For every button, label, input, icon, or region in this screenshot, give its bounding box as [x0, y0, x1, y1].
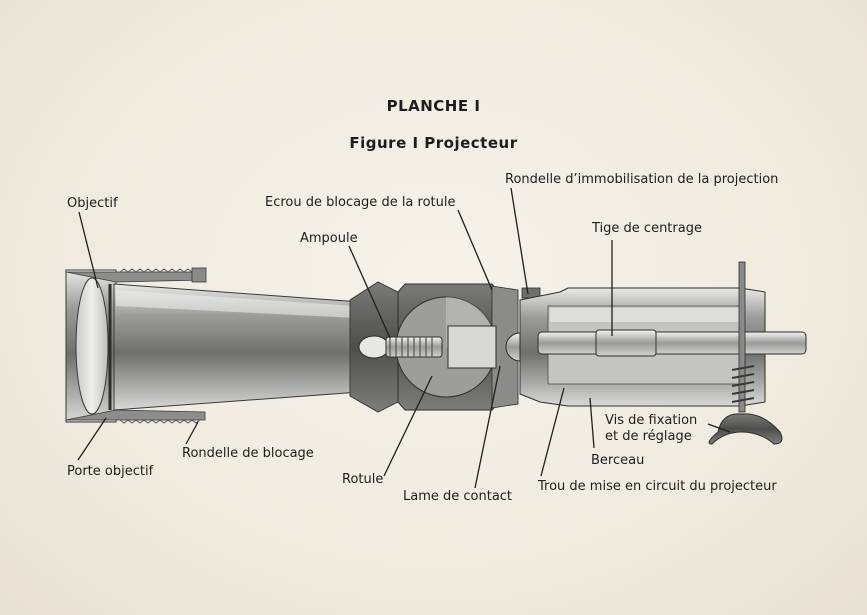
label-porte-objectif: Porte objectif: [67, 464, 154, 479]
label-rondelle-blocage: Rondelle de blocage: [182, 446, 314, 461]
label-ampoule: Ampoule: [300, 231, 358, 246]
contact-socket: [447, 325, 497, 369]
label-trou: Trou de mise en circuit du projecteur: [538, 479, 777, 494]
plate-title: PLANCHE I: [386, 97, 481, 115]
label-rondelle-immobilisation: Rondelle d’immobilisation de la projecti…: [505, 172, 779, 187]
label-vis-line1: Vis de fixation: [605, 413, 698, 428]
locking-washer: [191, 267, 207, 283]
label-rotule: Rotule: [342, 472, 384, 487]
label-berceau: Berceau: [591, 453, 645, 468]
label-objectif: Objectif: [67, 196, 118, 211]
fixing-screw: [708, 261, 783, 445]
label-lame: Lame de contact: [403, 489, 513, 504]
leader-lines: [77, 187, 731, 489]
label-vis-line2: et de réglage: [605, 429, 692, 444]
label-tige: Tige de centrage: [592, 221, 702, 236]
figure-title: Figure I Projecteur: [349, 134, 518, 152]
objective-lens: [75, 277, 112, 415]
centering-rod: [537, 329, 807, 357]
label-ecrou: Ecrou de blocage de la rotule: [265, 195, 456, 210]
lamp-bulb: [358, 335, 443, 359]
